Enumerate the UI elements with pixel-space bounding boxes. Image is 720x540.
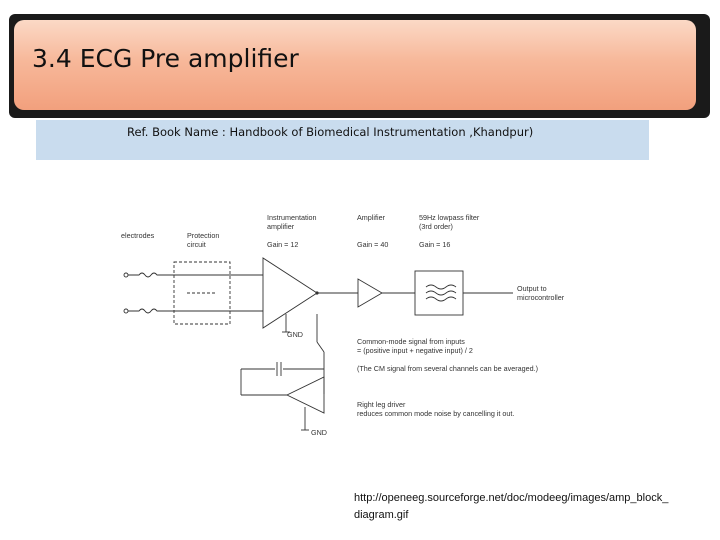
source-url: http://openeeg.sourceforge.net/doc/modee… — [354, 490, 714, 524]
label-gnd-bottom: GND — [311, 428, 327, 437]
label-common-mode-3: (The CM signal from several channels can… — [357, 364, 538, 373]
label-output-2: microcontroller — [517, 293, 565, 302]
block-diagram-svg: electrodes Protection circuit Instrument… — [121, 213, 565, 437]
label-amplifier: Amplifier — [357, 213, 386, 222]
label-inamp-gain: Gain = 12 — [267, 240, 298, 249]
protection-circuit-box — [173, 261, 231, 325]
label-inamp-1: Instrumentation — [267, 213, 317, 222]
label-filter-gain: Gain = 16 — [419, 240, 450, 249]
amplifier — [357, 278, 383, 308]
label-inamp-2: amplifier — [267, 222, 295, 231]
label-rld-2: reduces common mode noise by cancelling … — [357, 409, 514, 418]
label-protection-1: Protection — [187, 231, 219, 240]
title-box — [14, 20, 696, 110]
electrode-lead-2 — [128, 308, 172, 314]
reference-bar — [36, 120, 649, 160]
instrumentation-amplifier — [262, 257, 318, 329]
label-protection-2: circuit — [187, 240, 206, 249]
right-leg-driver — [285, 376, 325, 414]
reference-text: Ref. Book Name : Handbook of Biomedical … — [127, 125, 534, 139]
block-diagram: electrodes Protection circuit Instrument… — [117, 194, 591, 458]
label-common-mode-2: = (positive input + negative input) / 2 — [357, 346, 473, 355]
label-filter-1: 59Hz lowpass filter — [419, 213, 480, 222]
label-output-1: Output to — [517, 284, 547, 293]
label-filter-2: (3rd order) — [419, 222, 453, 231]
source-url-line-2: diagram.gif — [354, 509, 409, 521]
slide-title: 3.4 ECG Pre amplifier — [32, 44, 299, 73]
source-url-line-1: http://openeeg.sourceforge.net/doc/modee… — [354, 492, 669, 504]
label-gnd-top: GND — [287, 330, 303, 339]
label-amplifier-gain: Gain = 40 — [357, 240, 388, 249]
electrode-terminal-1 — [123, 272, 129, 278]
label-rld-1: Right leg driver — [357, 400, 406, 409]
electrode-lead-1 — [128, 272, 172, 278]
electrode-terminal-2 — [123, 308, 129, 314]
label-electrodes: electrodes — [121, 231, 155, 240]
label-common-mode-1: Common-mode signal from inputs — [357, 337, 465, 346]
